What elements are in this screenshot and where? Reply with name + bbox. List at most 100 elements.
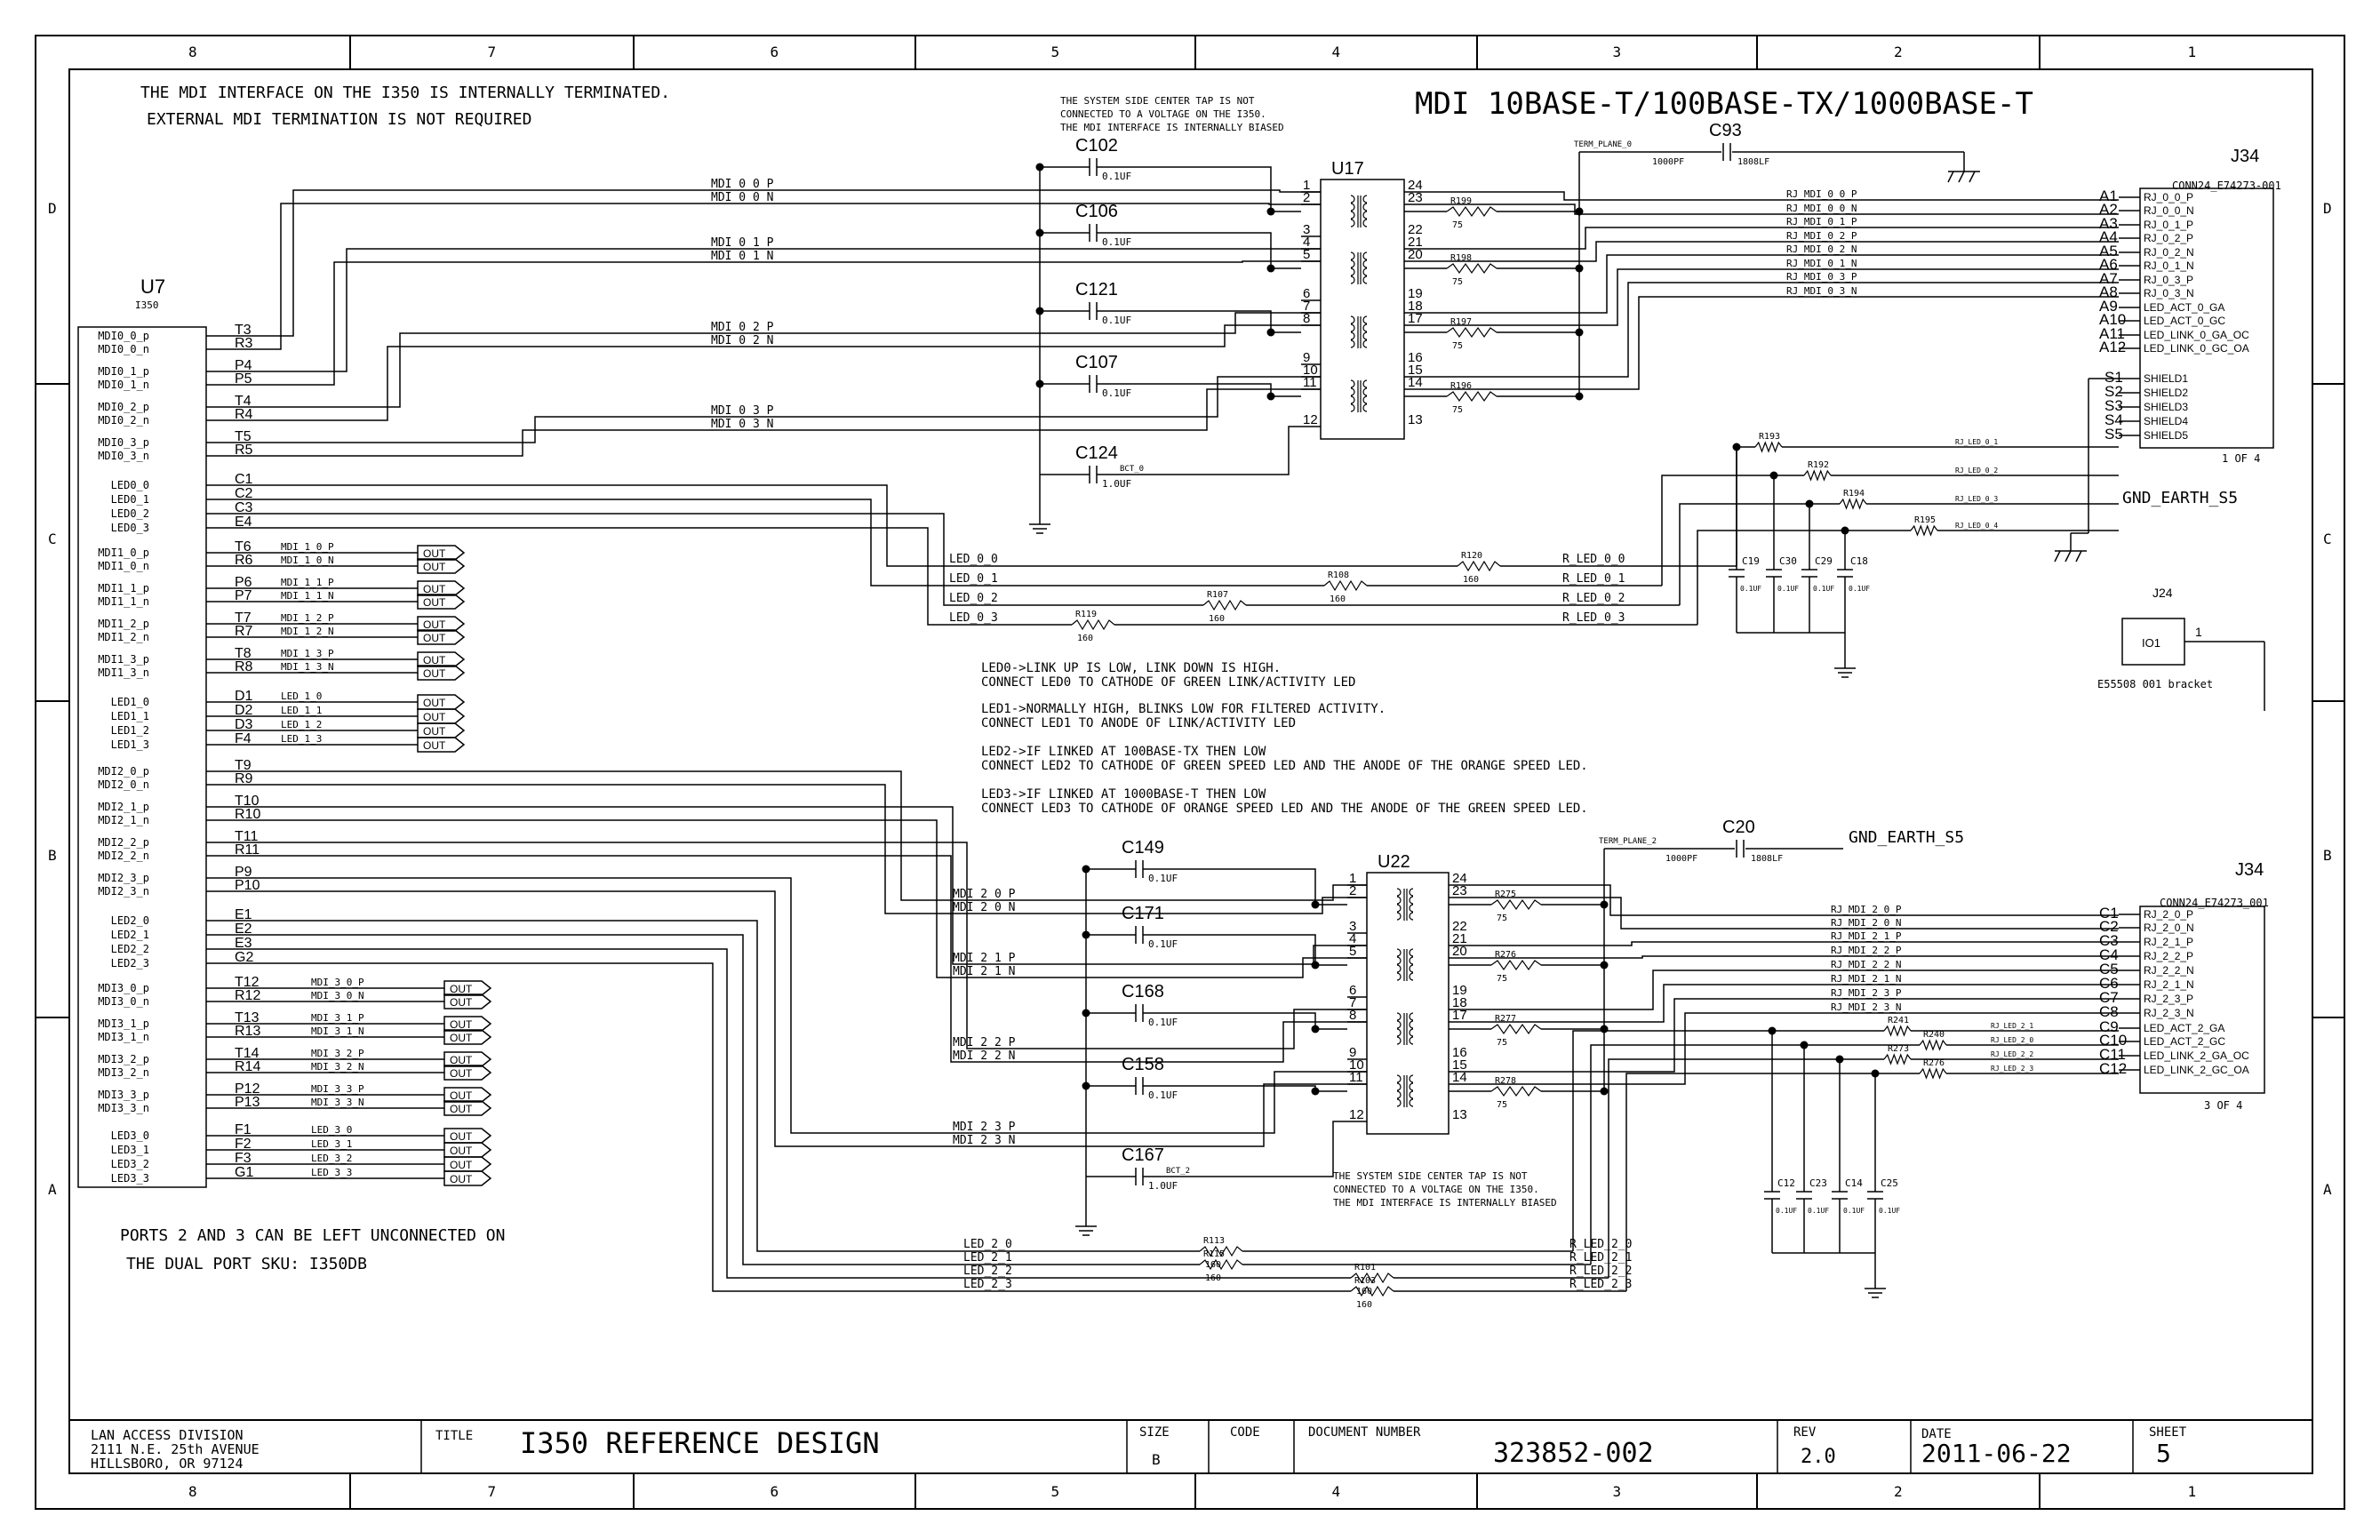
resistor-value: 160 (1463, 575, 1479, 585)
offpage-arrow (417, 737, 466, 753)
resistor: R194 (1839, 489, 1867, 510)
coil (1409, 1020, 1414, 1029)
connector-pin-number: A4 (2099, 228, 2118, 245)
capacitor-ref: C30 (1779, 555, 1797, 567)
coil (1396, 1082, 1402, 1091)
capacitor: C107 0.1UF (1075, 353, 1131, 399)
coil (1350, 219, 1355, 227)
connector-pin-name: LED_LINK_0_GA_OC (2144, 329, 2249, 341)
rj-net-name: RJ_MDI_0_2_P (1786, 230, 1857, 242)
wire (260, 784, 1367, 914)
u7-pin-name: LED2_2 (111, 943, 149, 955)
capacitor-value: 0.1UF (1777, 585, 1799, 593)
u7-pin-number: C2 (235, 486, 253, 501)
note-center-tap-bottom: THE SYSTEM SIDE CENTER TAP IS NOTCONNECT… (1333, 1170, 1557, 1209)
u7-pin-name: MDI2_0_n (98, 778, 149, 791)
offpage-label: OUT (423, 547, 446, 560)
wire (1424, 191, 2119, 201)
offpage-arrow (443, 1170, 492, 1186)
j34-top-body (2139, 188, 2274, 449)
u7-pin-name: MDI3_2_p (98, 1053, 149, 1065)
capacitor-value: 0.1UF (1740, 585, 1761, 593)
offpage-arrow (443, 980, 492, 996)
wire (260, 499, 1324, 586)
connector-pin-number: A9 (2099, 298, 2118, 315)
wire (1590, 1044, 1920, 1265)
coil (1350, 403, 1355, 412)
u7-pin-number: F3 (235, 1151, 252, 1166)
transformer-pin: 24 (1452, 871, 1467, 886)
resistor-ref: R103 (1354, 1276, 1376, 1286)
capacitor-ref: C107 (1075, 353, 1118, 372)
connector-pin-name: LED_LINK_2_GA_OC (2144, 1049, 2249, 1062)
transformer-pin: 4 (1349, 931, 1356, 946)
mdi-net-name: MDI_0_0_P (711, 178, 774, 191)
mdi-net-name: MDI_2_1_P (953, 952, 1016, 965)
wire (260, 920, 1200, 1252)
wire (1697, 530, 1911, 625)
row-marker: B (48, 847, 57, 864)
wire (1424, 268, 2119, 326)
chassis-ground-symbol (1947, 171, 1980, 183)
transformer-pin: 22 (1452, 919, 1467, 934)
rj-net-name: RJ_MDI_0_1_N (1786, 258, 1857, 269)
u7-pin-number: E3 (235, 936, 252, 951)
offpage-arrow (443, 1128, 492, 1144)
transformer-pin: 6 (1349, 983, 1356, 998)
coil (1362, 219, 1368, 227)
resistor: R195 (1910, 515, 1938, 537)
transformer-pin: 8 (1303, 311, 1310, 326)
resistor-ref: R199 (1450, 196, 1472, 206)
rj-net-name: RJ_MDI_0_0_N (1786, 203, 1857, 214)
offpage-arrow (417, 594, 466, 610)
offpage-net-name: MDI_1_1_N (281, 590, 334, 602)
transformer-pin: 11 (1349, 1070, 1363, 1085)
offpage-label: OUT (450, 1103, 473, 1115)
offpage-connector: OUT (443, 1156, 492, 1172)
r-led-net-name: R_LED_0_2 (1562, 592, 1625, 605)
capacitor-value: 0.1UF (1849, 585, 1870, 593)
coil (1409, 956, 1414, 965)
wire (1919, 1067, 1947, 1080)
offpage-label: OUT (450, 983, 473, 995)
offpage-net-name: MDI_3_2_P (311, 1048, 364, 1059)
resistor-value: 160 (1330, 594, 1346, 604)
resistor-ref: R277 (1495, 1014, 1516, 1024)
resistor-ref: R276 (1495, 950, 1516, 960)
title-label: TITLE (435, 1429, 473, 1443)
rj-net-name: RJ_MDI_2_1_N (1831, 973, 1901, 985)
wire (1143, 1012, 1347, 1030)
coil (1396, 964, 1402, 973)
offpage-connector: OUT (443, 1065, 492, 1081)
connector-pin-name: RJ_0_3_N (2144, 287, 2194, 299)
u7-pin-number: R9 (235, 771, 253, 786)
coil (1350, 323, 1355, 332)
rev-label: REV (1793, 1425, 1817, 1440)
capacitor-ref: C23 (1809, 1177, 1827, 1189)
transformer-ref: U22 (1378, 852, 1410, 872)
offpage-net-name: MDI_3_2_N (311, 1061, 364, 1073)
u7-pin-number: F4 (235, 731, 252, 746)
j34-top-part: CONN24_E74273-001 (2172, 180, 2281, 192)
wire (1097, 232, 1301, 269)
resistor-ref: R115 (1203, 1249, 1225, 1259)
wire (1097, 426, 1301, 475)
r-led-net-name: R_LED_0_3 (1562, 611, 1625, 625)
transformer-pin: 20 (1452, 944, 1467, 959)
transformer-pin: 14 (1408, 375, 1423, 390)
connector-pin-number: A6 (2099, 256, 2118, 273)
transformer-pin: 2 (1349, 883, 1356, 898)
junction-dot (1266, 264, 1275, 273)
offpage-net-name: MDI_3_3_P (311, 1083, 364, 1095)
resistor: R108 160 (1323, 571, 1368, 604)
capacitor-value: 1000PF (1665, 854, 1697, 864)
u7-pin-name: LED2_3 (111, 957, 149, 969)
offpage-label: OUT (423, 618, 446, 631)
column-marker: 6 (771, 44, 779, 60)
transformer-pin: 12 (1349, 1107, 1364, 1122)
capacitor-value: 0.1UF (1102, 387, 1131, 399)
r-led-net-name: R_LED_2_0 (1569, 1238, 1632, 1251)
resistor-ref: R108 (1328, 571, 1349, 580)
